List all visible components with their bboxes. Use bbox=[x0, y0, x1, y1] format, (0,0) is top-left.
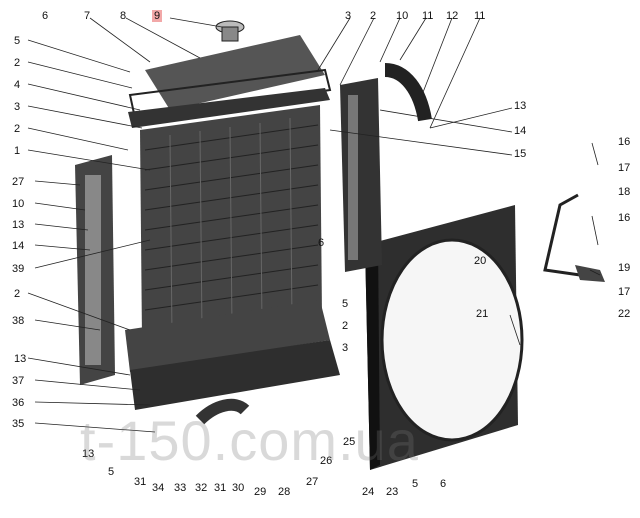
callout-14-left: 14 bbox=[12, 240, 25, 252]
callout-5-mid: 5 bbox=[342, 298, 349, 310]
callout-36: 36 bbox=[12, 397, 25, 409]
callout-13-left-a: 13 bbox=[12, 219, 25, 231]
fan-shroud bbox=[365, 205, 524, 470]
callout-3-left: 3 bbox=[14, 101, 21, 113]
callout-2-mid: 2 bbox=[342, 320, 349, 332]
filler-cap bbox=[215, 20, 245, 42]
callout-29: 29 bbox=[254, 486, 267, 498]
side-plate-right bbox=[340, 78, 382, 272]
callout-10-top: 10 bbox=[396, 10, 409, 22]
callout-11-a: 11 bbox=[422, 10, 434, 22]
callout-27-bottom: 27 bbox=[306, 476, 319, 488]
watermark: t-150.com.ua bbox=[80, 409, 419, 472]
callout-10-left: 10 bbox=[12, 198, 25, 210]
callout-6: 6 bbox=[42, 10, 49, 22]
callout-2-left-a: 2 bbox=[14, 57, 21, 69]
support-rod bbox=[543, 193, 581, 277]
callout-25: 25 bbox=[343, 436, 356, 448]
callout-17-b: 17 bbox=[618, 286, 631, 298]
callout-2-left-c: 2 bbox=[14, 288, 21, 300]
callout-20: 20 bbox=[474, 255, 487, 267]
callout-31-a: 31 bbox=[134, 476, 147, 488]
lower-tank bbox=[125, 300, 340, 410]
callout-24: 24 bbox=[362, 486, 375, 498]
callout-39: 39 bbox=[12, 263, 25, 275]
callout-16-a: 16 bbox=[618, 136, 631, 148]
callout-1: 1 bbox=[14, 145, 21, 157]
callout-7: 7 bbox=[84, 10, 91, 22]
callout-18: 18 bbox=[618, 186, 631, 198]
callout-37: 37 bbox=[12, 375, 25, 387]
callout-5-left: 5 bbox=[14, 35, 21, 47]
callout-15: 15 bbox=[514, 148, 527, 160]
callout-6-mid: 6 bbox=[318, 237, 325, 249]
bracket bbox=[575, 265, 605, 282]
callout-17-a: 17 bbox=[618, 162, 631, 174]
callout-38: 38 bbox=[12, 315, 25, 327]
callout-5-bottom: 5 bbox=[108, 466, 115, 478]
leader-lines bbox=[27, 17, 601, 433]
callout-4: 4 bbox=[14, 79, 21, 91]
callout-6-br: 6 bbox=[440, 478, 447, 490]
lower-hose bbox=[195, 398, 250, 425]
callout-13-bottom: 13 bbox=[82, 448, 95, 460]
callout-27-left: 27 bbox=[12, 176, 25, 188]
callout-5-br: 5 bbox=[412, 478, 419, 490]
callout-2-top: 2 bbox=[370, 10, 377, 22]
callout-35: 35 bbox=[12, 418, 25, 430]
callout-34: 34 bbox=[152, 482, 165, 494]
callout-8: 8 bbox=[120, 10, 127, 22]
callout-2-left-b: 2 bbox=[14, 123, 21, 135]
callout-13-right: 13 bbox=[514, 100, 527, 112]
callout-14-right: 14 bbox=[514, 125, 527, 137]
callout-32: 32 bbox=[195, 482, 208, 494]
side-plate-left bbox=[75, 155, 115, 385]
radiator-core bbox=[140, 105, 322, 340]
callout-28: 28 bbox=[278, 486, 291, 498]
callout-3-top: 3 bbox=[345, 10, 352, 22]
callout-21: 21 bbox=[476, 308, 489, 320]
callout-26: 26 bbox=[320, 455, 333, 467]
callout-11-b: 11 bbox=[474, 10, 486, 22]
callout-19: 19 bbox=[618, 262, 631, 274]
callout-13-left-b: 13 bbox=[14, 353, 27, 365]
callout-12: 12 bbox=[446, 10, 459, 22]
callout-22: 22 bbox=[618, 308, 631, 320]
upper-hose bbox=[384, 63, 432, 122]
callout-23: 23 bbox=[386, 486, 399, 498]
callout-3-mid: 3 bbox=[342, 342, 349, 354]
callout-31-b: 31 bbox=[214, 482, 227, 494]
callout-9: 9 bbox=[152, 10, 163, 22]
callout-33: 33 bbox=[174, 482, 187, 494]
callout-30: 30 bbox=[232, 482, 245, 494]
upper-tank bbox=[128, 35, 332, 128]
callout-16-b: 16 bbox=[618, 212, 631, 224]
